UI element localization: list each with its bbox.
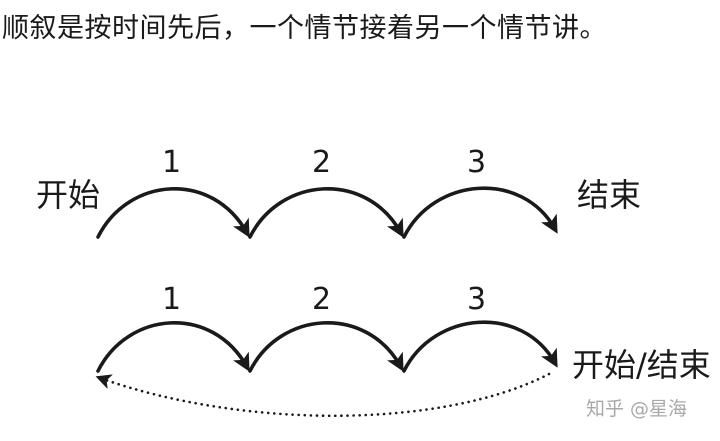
row2-step-3: 3 xyxy=(467,282,487,317)
row2-step-2: 2 xyxy=(312,282,332,317)
watermark-text: 知乎 @星海 xyxy=(586,398,688,420)
row1-step-1: 1 xyxy=(162,145,182,180)
row2-step-1: 1 xyxy=(162,282,182,317)
row1-arc-2 xyxy=(248,187,404,239)
row1-step-3: 3 xyxy=(467,145,487,180)
row1-end-label: 结束 xyxy=(577,176,642,214)
row1-arc-1 xyxy=(96,187,250,239)
row2-arc-1 xyxy=(96,321,250,373)
row2-arc-3 xyxy=(402,320,558,373)
row2-arc-2 xyxy=(248,321,404,373)
headline-text: 顺叙是按时间先后，一个情节接着另一个情节讲。 xyxy=(2,13,607,44)
row2-end-label: 开始/结束 xyxy=(572,346,711,384)
row1-arc-3 xyxy=(402,186,558,239)
return-dotted-arrow xyxy=(95,372,551,418)
row1-start-label: 开始 xyxy=(36,176,101,214)
row1-step-2: 2 xyxy=(312,145,332,180)
